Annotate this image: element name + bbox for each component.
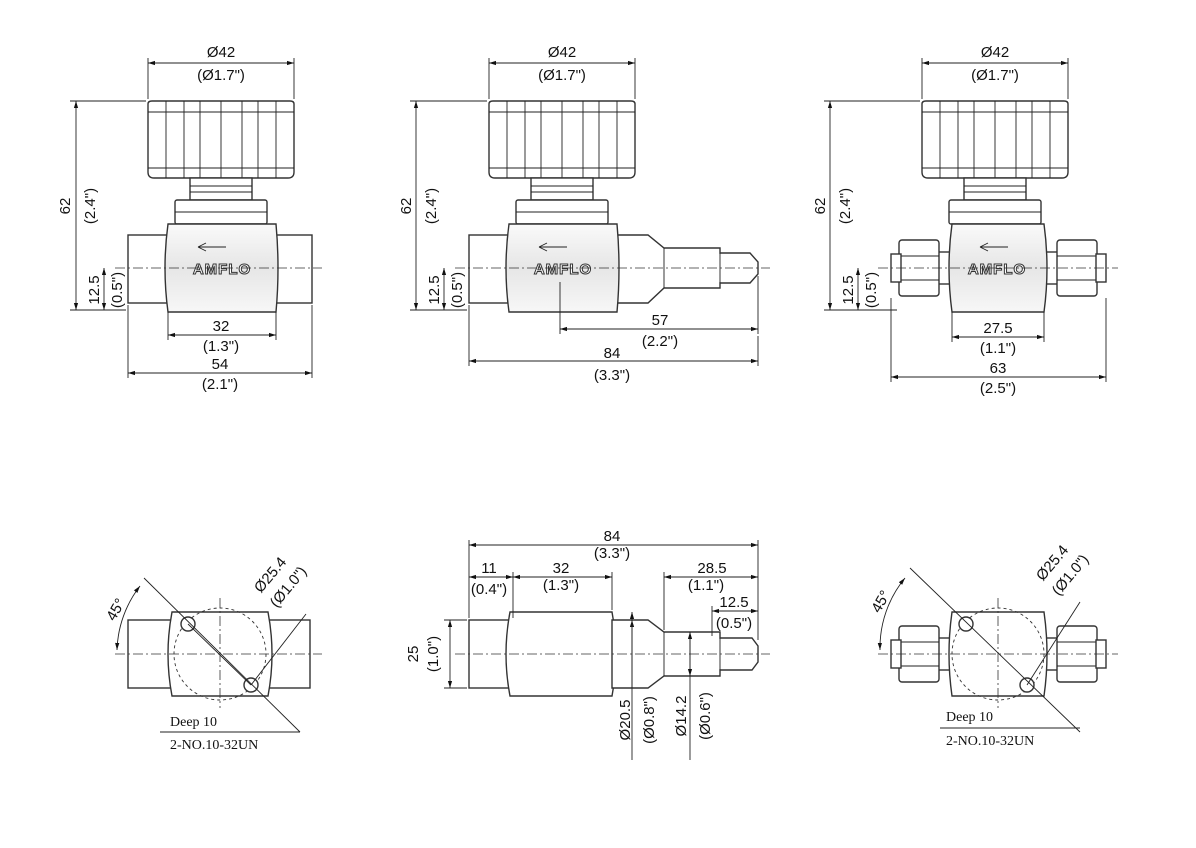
view-front-barb: AMFLO Ø42 (Ø1.7") 62 (2.4") 12.5 (0.5") … [398,44,770,384]
dim-knob-diameter-in: (Ø1.7") [971,67,1019,84]
note-thread: 2-NO.10-32UN [946,734,1034,749]
dim-height-in: (2.4") [837,188,854,224]
dim-barb-length-in: (2.2") [642,333,678,350]
dim-length: 54 [212,356,229,373]
dim-32-in: (1.3") [543,577,579,594]
dim-length-in: (2.5") [980,380,1016,397]
knob [921,100,1069,179]
dim-center-in: (0.5") [109,272,126,308]
brand-logo: AMFLO [534,261,592,278]
view-front-socket: AMFLO Ø42 (Ø1.7") 62 (2.4") 12.5 (0.5") … [57,44,322,393]
note-depth: Deep 10 [946,710,993,725]
dim-dia-20-5-in: (Ø0.8") [641,696,658,744]
dim-center-in: (0.5") [449,272,466,308]
dim-knob-diameter-in: (Ø1.7") [538,67,586,84]
view-side-barb: 84 (3.3") 11 (0.4") 32 (1.3") 28.5 (1.1"… [405,528,770,760]
dim-height-in: (2.4") [82,188,99,224]
dim-height: 62 [812,198,829,215]
dim-12-5-in: (0.5") [716,615,752,632]
dim-28-5-in: (1.1") [688,577,724,594]
dim-knob-diameter: Ø42 [548,44,576,61]
view-bottom-compression: 45° Ø25.4 (Ø1.0") Deep 10 2-NO.10-32UN [868,542,1118,749]
dim-height: 62 [57,198,74,215]
dim-center: 12.5 [840,275,857,304]
dim-dia-14-2: Ø14.2 [673,696,690,737]
note-depth: Deep 10 [170,715,217,730]
dim-angle: 45° [868,588,894,616]
dim-height: 62 [398,198,415,215]
view-front-compression: AMFLO Ø42 (Ø1.7") 62 (2.4") 12.5 (0.5") … [812,44,1118,397]
dim-length-in: (3.3") [594,367,630,384]
dim-knob-diameter: Ø42 [207,44,235,61]
dim-angle: 45° [103,596,129,624]
dim-dia-20-5: Ø20.5 [617,700,634,741]
view-bottom-socket: 45° Ø25.4 (Ø1.0") Deep 10 2-NO.10-32UN [103,554,322,753]
dim-knob-diameter: Ø42 [981,44,1009,61]
dim-28-5: 28.5 [697,560,726,577]
dim-32: 32 [553,560,570,577]
dim-length: 63 [990,360,1007,377]
dim-center: 12.5 [426,275,443,304]
dim-height-in: (1.0") [425,636,442,672]
dim-center-in: (0.5") [863,272,880,308]
knob [147,100,295,179]
dim-knob-diameter-in: (Ø1.7") [197,67,245,84]
dim-barb-length: 57 [652,312,669,329]
brand-logo: AMFLO [968,261,1026,278]
dim-center: 12.5 [86,275,103,304]
brand-logo: AMFLO [193,261,251,278]
dim-11: 11 [481,560,497,577]
dim-length-in: (3.3") [594,545,630,562]
dim-11-in: (0.4") [471,581,507,598]
note-thread: 2-NO.10-32UN [170,738,258,753]
dim-height: 25 [405,646,422,663]
dim-body-in: (1.3") [203,338,239,355]
dim-12-5: 12.5 [719,594,748,611]
dim-dia-14-2-in: (Ø0.6") [697,692,714,740]
dim-body-in: (1.1") [980,340,1016,357]
dim-body: 32 [213,318,230,335]
knob [488,100,636,179]
dim-height-in: (2.4") [423,188,440,224]
dim-length: 84 [604,528,621,545]
dim-length: 84 [604,345,621,362]
dim-body: 27.5 [983,320,1012,337]
dim-length-in: (2.1") [202,376,238,393]
